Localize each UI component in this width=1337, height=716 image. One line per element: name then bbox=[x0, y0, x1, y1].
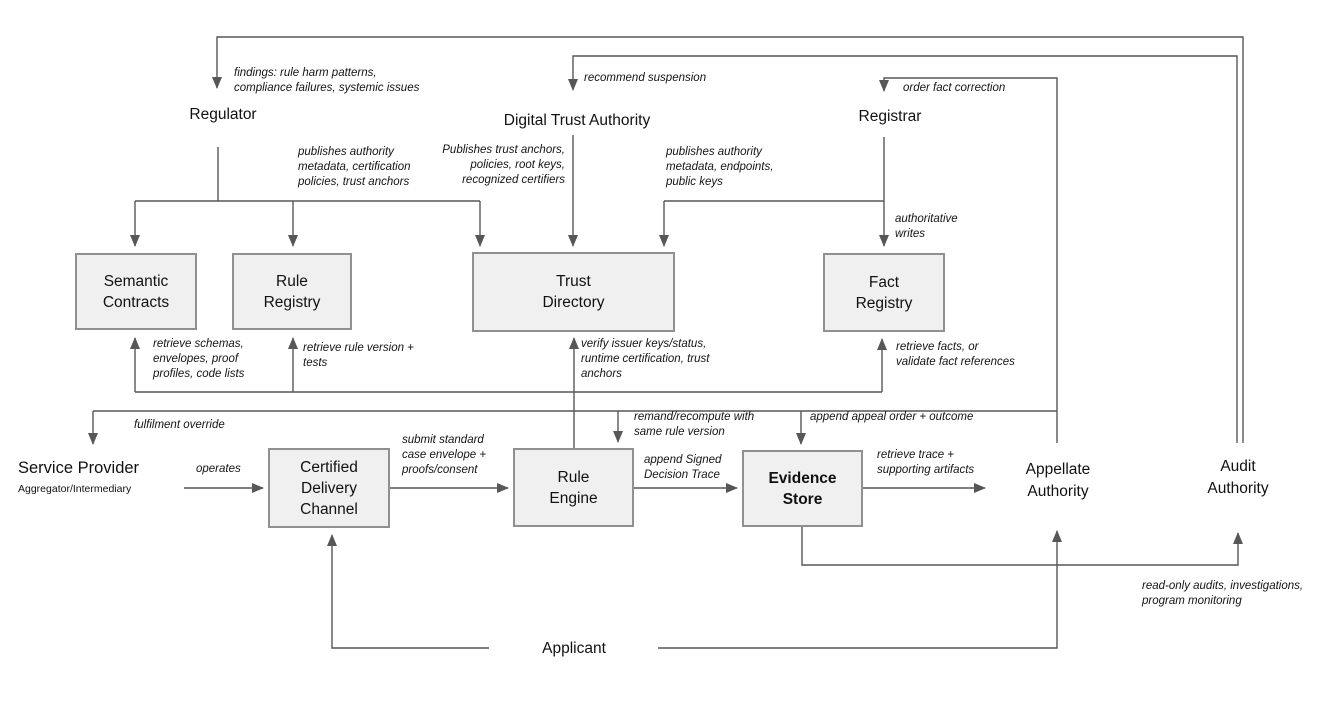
label-order-fact-correction: order fact correction bbox=[903, 82, 1006, 94]
label-append-trace: append Signed Decision Trace bbox=[644, 454, 722, 481]
actor-audit-authority: Audit Authority bbox=[1207, 458, 1269, 497]
edge-applicant-to-appellate bbox=[658, 530, 1062, 649]
label-recommend-suspension: recommend suspension bbox=[584, 72, 707, 84]
node-rule-engine: Rule Engine bbox=[513, 448, 634, 527]
service-provider-name: Service Provider bbox=[18, 459, 140, 477]
label-authoritative-writes: authoritative writes bbox=[895, 213, 958, 240]
edge-audit-to-dta bbox=[568, 55, 1238, 443]
label-findings: findings: rule harm patterns, compliance… bbox=[234, 67, 420, 94]
actor-digital-trust-authority: Digital Trust Authority bbox=[503, 112, 651, 129]
edge-evidence-store-to-audit bbox=[801, 527, 1243, 566]
label-retrieve-facts: retrieve facts, or validate fact referen… bbox=[896, 341, 1015, 368]
actor-regulator: Regulator bbox=[189, 106, 257, 123]
edge-applicant-to-cdc bbox=[327, 534, 489, 649]
label-retrieve-trace: retrieve trace + supporting artifacts bbox=[877, 449, 975, 476]
actor-registrar: Registrar bbox=[858, 108, 922, 125]
label-verify-issuer: verify issuer keys/status, runtime certi… bbox=[581, 338, 710, 380]
label-append-appeal: append appeal order + outcome bbox=[810, 411, 974, 423]
node-fact-registry: Fact Registry bbox=[823, 253, 945, 332]
label-submit-envelope: submit standard case envelope + proofs/c… bbox=[402, 434, 487, 476]
label-remand-recompute: remand/recompute with same rule version bbox=[634, 411, 755, 438]
service-provider-subtitle: Aggregator/Intermediary bbox=[18, 483, 132, 495]
label-retrieve-rule-version: retrieve rule version + tests bbox=[303, 342, 414, 369]
node-certified-delivery-channel: Certified Delivery Channel bbox=[268, 448, 390, 528]
label-dta-publishes: Publishes trust anchors, policies, root … bbox=[442, 144, 565, 186]
edge-audit-to-regulator bbox=[212, 36, 1244, 443]
actor-appellate-authority: Appellate Authority bbox=[1025, 461, 1091, 500]
label-read-only: read-only audits, investigations, progra… bbox=[1142, 580, 1304, 607]
actor-service-provider: Service Provider Aggregator/Intermediary bbox=[18, 458, 188, 496]
node-rule-registry: Rule Registry bbox=[232, 253, 352, 330]
actor-applicant: Applicant bbox=[542, 640, 606, 657]
label-operates: operates bbox=[196, 463, 241, 475]
label-regulator-publishes: publishes authority metadata, certificat… bbox=[298, 146, 411, 188]
edge-appellate-to-registrar bbox=[879, 77, 1058, 443]
node-evidence-store: Evidence Store bbox=[742, 450, 863, 527]
label-registrar-publishes: publishes authority metadata, endpoints,… bbox=[666, 146, 774, 188]
node-trust-directory: Trust Directory bbox=[472, 252, 675, 332]
label-fulfilment-override: fulfilment override bbox=[134, 419, 225, 431]
label-retrieve-schemas: retrieve schemas, envelopes, proof profi… bbox=[153, 338, 245, 380]
node-semantic-contracts: Semantic Contracts bbox=[75, 253, 197, 330]
